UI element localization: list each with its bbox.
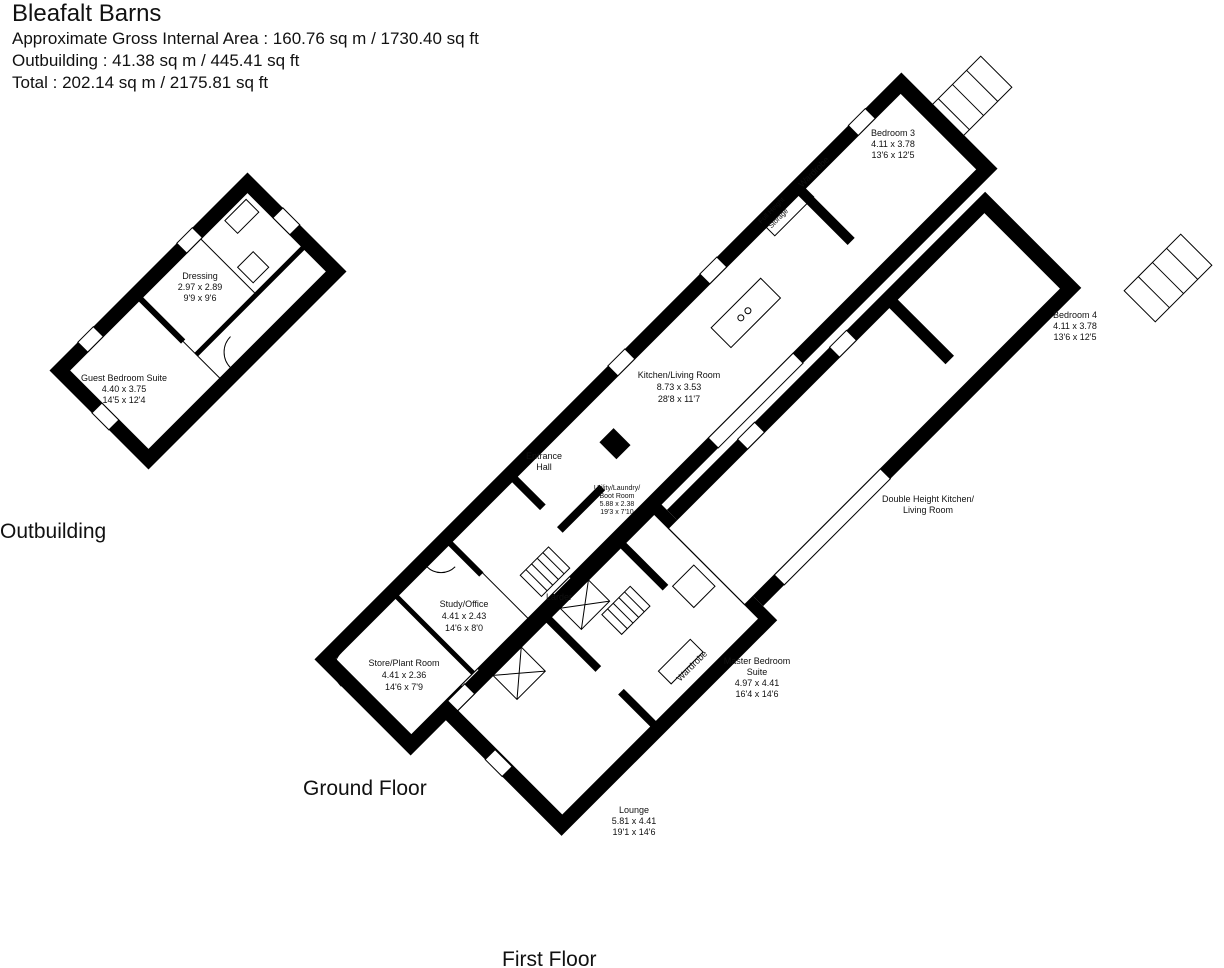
window [77, 325, 104, 353]
ensuite-wall [620, 542, 669, 591]
study-name: Study/Office [440, 599, 489, 609]
dressing-name: Dressing [182, 271, 218, 281]
shower-icon [236, 250, 270, 284]
ground-floor-plan [314, 72, 998, 756]
master-bedroom-metric: 4.97 x 4.41 [735, 678, 780, 688]
window [736, 421, 766, 450]
stairs-icon [519, 546, 571, 598]
external-stairs-bedroom3 [923, 55, 1013, 145]
window [447, 683, 476, 712]
store-imperial: 14'6 x 7'9 [385, 682, 423, 692]
master-bedroom-name-1: Master Bedroom [724, 656, 791, 666]
bedroom3-wall [798, 188, 855, 246]
store-wall [395, 595, 475, 675]
property-title: Bleafalt Barns [12, 0, 162, 27]
double-height-name-2: Living Room [903, 505, 953, 515]
total-area-text: Total : 202.14 sq m / 2175.81 sq ft [12, 73, 269, 92]
window [607, 348, 636, 377]
bath-icon [657, 638, 704, 685]
storage-unit [765, 187, 815, 237]
bedroom3-imperial: 13'6 x 12'5 [872, 150, 915, 160]
window [847, 107, 876, 137]
hob-icon [737, 314, 745, 322]
hob-icon [744, 307, 752, 315]
entrance-hall-name-2: Hall [536, 462, 552, 472]
study-wall [448, 541, 484, 577]
outbuilding-partition [138, 296, 186, 344]
utility-name-2: Boot Room [599, 493, 634, 500]
kitchen-imperial: 28'8 x 11'7 [658, 394, 700, 404]
window [272, 207, 301, 236]
window [176, 226, 203, 254]
shower-icon [671, 564, 716, 609]
kitchen-island [710, 277, 782, 349]
glazed-wall [773, 468, 892, 586]
hall-pillar [599, 428, 631, 460]
plan-header: Bleafalt Barns Approximate Gross Interna… [12, 0, 479, 94]
guest-bedroom-metric: 4.40 x 3.75 [102, 384, 147, 394]
study-imperial: 14'6 x 8'0 [445, 623, 483, 633]
glazed-wall [707, 352, 804, 449]
first-floor-upper-interior [667, 211, 1062, 606]
stairs-void [559, 579, 611, 631]
door-swing-icon [333, 651, 342, 687]
outbuilding-corridor-wall [194, 246, 305, 357]
dressing-metric: 2.97 x 2.89 [178, 282, 223, 292]
lounge-metric: 5.81 x 4.41 [612, 816, 657, 826]
window [484, 748, 513, 778]
door-swing-icon [223, 336, 231, 369]
outbuilding-plan [49, 172, 347, 470]
lounge-void [492, 646, 547, 701]
study-metric: 4.41 x 2.43 [442, 611, 487, 621]
bedroom4-wall [888, 299, 955, 365]
lounge-name: Lounge [619, 805, 649, 815]
bedroom4-name: Bedroom 4 [1053, 310, 1097, 320]
bedroom4-metric: 4.11 x 3.78 [1053, 321, 1097, 331]
store-name: Store/Plant Room [368, 658, 439, 668]
ground-floor-label: Ground Floor [303, 777, 427, 800]
master-bedroom-name-2: Suite [747, 667, 768, 677]
double-height-name-1: Double Height Kitchen/ [882, 494, 975, 504]
utility-wall [557, 484, 606, 533]
stairs-icon [601, 585, 651, 636]
first-floor-plan [437, 191, 1082, 836]
larder-name: Larder [546, 592, 572, 602]
gross-area-text: Approximate Gross Internal Area : 160.76… [12, 29, 479, 48]
kitchen-metric: 8.73 x 3.53 [657, 382, 702, 392]
bedroom3-name: Bedroom 3 [871, 128, 915, 138]
external-stairs-bedroom4 [1123, 233, 1213, 323]
outbuilding-area-text: Outbuilding : 41.38 sq m / 445.41 sq ft [12, 51, 300, 70]
lounge-imperial: 19'1 x 14'6 [613, 827, 656, 837]
entrance-hall-name-1: Entrance [526, 451, 562, 461]
store-metric: 4.41 x 2.36 [382, 670, 427, 680]
guest-bedroom-imperial: 14'5 x 12'4 [103, 395, 146, 405]
utility-metric: 5.88 x 2.38 [600, 501, 635, 508]
first-floor-label: First Floor [502, 948, 597, 968]
window [699, 256, 728, 285]
bedroom3-metric: 4.11 x 3.78 [871, 139, 915, 149]
door-swing-icon [426, 566, 456, 574]
bath-icon [224, 198, 260, 235]
guest-bedroom-name: Guest Bedroom Suite [81, 373, 167, 383]
lounge-wall [546, 616, 602, 672]
window [828, 329, 858, 358]
utility-name-1: Utility/Laundry/ [594, 485, 640, 492]
bedroom4-imperial: 13'6 x 12'5 [1054, 332, 1097, 342]
master-bedroom-imperial: 16'4 x 14'6 [736, 689, 779, 699]
window [91, 402, 120, 431]
hall-wall [511, 476, 546, 511]
utility-imperial: 19'3 x 7'10 [600, 509, 634, 516]
lounge-wall [618, 688, 657, 727]
dressing-imperial: 9'9 x 9'6 [184, 293, 217, 303]
outbuilding-label: Outbuilding [0, 520, 106, 543]
kitchen-name: Kitchen/Living Room [638, 370, 721, 380]
